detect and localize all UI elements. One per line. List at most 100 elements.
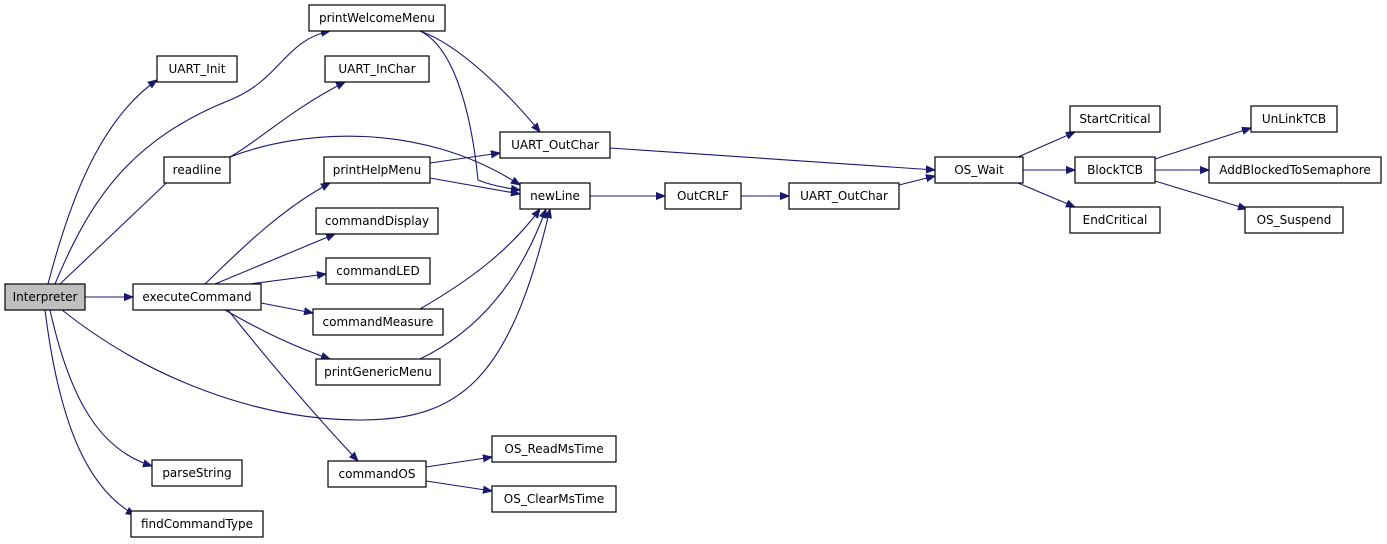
edge-printwelcomemenu-to-uart_outchar_1 [419, 30, 540, 132]
node-uart-outchar-2[interactable]: UART_OutChar [788, 182, 900, 210]
node-box [327, 460, 427, 488]
node-label: OutCRLF [677, 189, 729, 203]
node-box [1208, 156, 1382, 184]
node-box [491, 485, 617, 513]
edge-executecommand-to-commandmeasure [260, 302, 313, 313]
node-os-wait[interactable]: OS_Wait [934, 156, 1024, 184]
node-interpreter[interactable]: Interpreter [4, 283, 86, 311]
node-os-clearmstime[interactable]: OS_ClearMsTime [491, 485, 617, 513]
node-os-suspend[interactable]: OS_Suspend [1244, 206, 1344, 234]
node-label: parseString [162, 466, 231, 480]
edge-uart_outchar_2-to-os_wait [898, 176, 935, 186]
node-label: printWelcomeMenu [319, 11, 435, 25]
node-label: printHelpMenu [333, 163, 422, 177]
edge-printhelpmenu-to-uart_outchar_1 [429, 153, 500, 164]
edge-commandmeasure-to-newline [419, 209, 540, 310]
node-printhelpmenu[interactable]: printHelpMenu [323, 156, 431, 184]
node-box [4, 283, 86, 311]
edge-interpreter-to-printwelcomemenu [54, 31, 330, 285]
node-printgenericmenu[interactable]: printGenericMenu [315, 358, 441, 386]
node-label: UART_InChar [338, 62, 415, 76]
node-label: commandMeasure [323, 315, 434, 329]
node-box [491, 435, 617, 463]
node-newline[interactable]: newLine [519, 182, 591, 210]
edges [44, 30, 1251, 515]
node-label: readline [173, 163, 222, 177]
node-uart-init[interactable]: UART_Init [156, 55, 238, 83]
node-executecommand[interactable]: executeCommand [132, 283, 262, 311]
node-label: BlockTCB [1087, 163, 1143, 177]
node-box [934, 156, 1024, 184]
edge-commandos-to-os_readmstime [425, 457, 492, 468]
node-box [325, 257, 431, 285]
node-label: OS_ClearMsTime [504, 492, 604, 506]
node-box [519, 182, 591, 210]
edge-executecommand-to-printgenericmenu [224, 309, 330, 359]
node-label: EndCritical [1083, 213, 1148, 227]
node-blocktcb[interactable]: BlockTCB [1074, 156, 1156, 184]
node-label: AddBlockedToSemaphore [1219, 163, 1371, 177]
node-os-readmstime[interactable]: OS_ReadMsTime [491, 435, 617, 463]
node-label: commandOS [339, 467, 416, 481]
node-findcommandtype[interactable]: findCommandType [130, 510, 264, 538]
node-label: printGenericMenu [324, 365, 432, 379]
edge-interpreter-to-findcommandtype [44, 309, 135, 515]
edge-executecommand-to-commandled [249, 274, 326, 285]
node-box [788, 182, 900, 210]
node-box [312, 308, 444, 336]
node-box [1074, 156, 1156, 184]
edge-blocktcb-to-unlinktcb [1154, 128, 1251, 160]
node-box [132, 283, 262, 311]
node-outcrlf[interactable]: OutCRLF [664, 182, 742, 210]
node-label: commandDisplay [325, 214, 429, 228]
node-printwelcomemenu[interactable]: printWelcomeMenu [308, 4, 446, 32]
node-box [324, 55, 430, 83]
node-commandos[interactable]: commandOS [327, 460, 427, 488]
edge-blocktcb-to-os_suspend [1154, 180, 1247, 209]
node-box [1250, 105, 1338, 133]
edge-interpreter-to-parsestring [49, 309, 152, 466]
edge-readline-to-uart_inchar [229, 82, 345, 158]
node-unlinktcb[interactable]: UnLinkTCB [1250, 105, 1338, 133]
node-commandmeasure[interactable]: commandMeasure [312, 308, 444, 336]
node-box [1244, 206, 1344, 234]
node-commandled[interactable]: commandLED [325, 257, 431, 285]
node-label: executeCommand [142, 290, 251, 304]
edge-os_wait-to-startcritical [1017, 131, 1075, 158]
node-box [664, 182, 742, 210]
node-readline[interactable]: readline [163, 156, 231, 184]
node-label: StartCritical [1079, 112, 1150, 126]
edge-executecommand-to-printhelpmenu [204, 183, 330, 285]
node-box [323, 156, 431, 184]
edge-readline-to-newline [229, 135, 520, 185]
node-label: Interpreter [13, 290, 78, 304]
node-box [308, 4, 446, 32]
node-box [1069, 206, 1161, 234]
node-addblockedtosemaphore[interactable]: AddBlockedToSemaphore [1208, 156, 1382, 184]
edge-interpreter-to-newline [61, 209, 550, 421]
node-uart-inchar[interactable]: UART_InChar [324, 55, 430, 83]
node-label: findCommandType [141, 517, 253, 531]
node-endcritical[interactable]: EndCritical [1069, 206, 1161, 234]
node-label: UART_OutChar [800, 189, 888, 203]
edge-interpreter-to-uart_init [47, 80, 157, 285]
node-box [130, 510, 264, 538]
node-parsestring[interactable]: parseString [151, 459, 243, 487]
node-uart-outchar-1[interactable]: UART_OutChar [499, 131, 611, 159]
nodes: Interpreter UART_Init printWelcomeMenuUART… [4, 4, 1382, 538]
node-label: UnLinkTCB [1262, 112, 1326, 126]
node-commanddisplay[interactable]: commandDisplay [315, 207, 439, 235]
node-box [499, 131, 611, 159]
edge-printwelcomemenu-to-newline [419, 30, 520, 190]
edge-printhelpmenu-to-newline [429, 177, 520, 194]
node-label: OS_ReadMsTime [504, 442, 603, 456]
node-box [163, 156, 231, 184]
edge-commandos-to-os_clearmstime [425, 480, 492, 491]
edge-uart_outchar_1-to-os_wait [609, 147, 935, 170]
node-startcritical[interactable]: StartCritical [1069, 105, 1161, 133]
node-label: OS_Wait [954, 163, 1004, 177]
node-box [151, 459, 243, 487]
edge-interpreter-to-readline [59, 170, 180, 285]
node-label: UART_OutChar [511, 138, 599, 152]
